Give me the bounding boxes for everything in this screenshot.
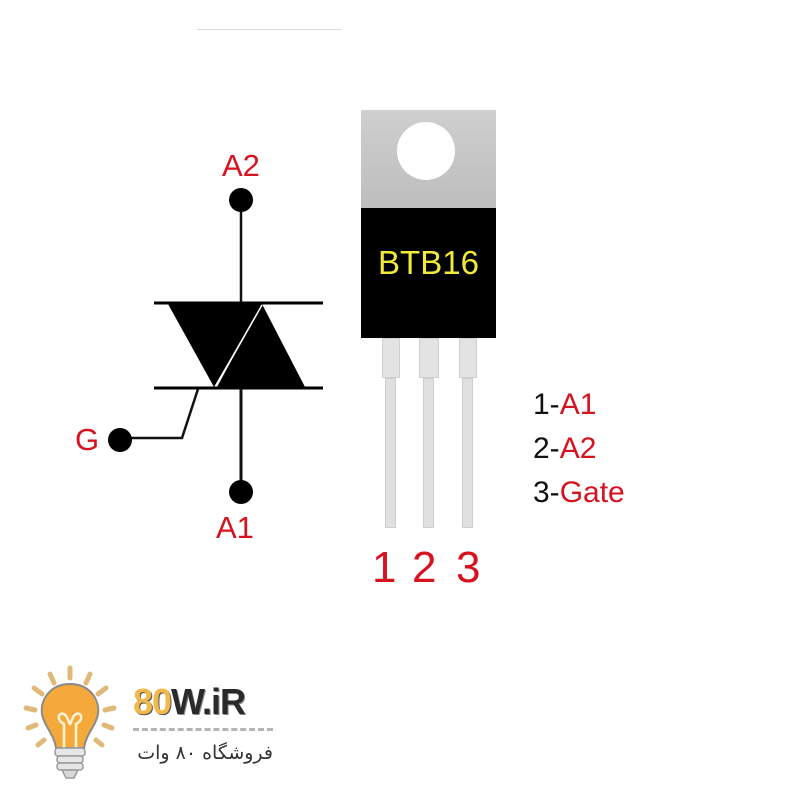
triac-triangle-left xyxy=(168,304,262,387)
label-a1: A1 xyxy=(216,510,254,545)
logo-dotted-divider xyxy=(133,728,273,731)
a1-terminal-dot xyxy=(229,480,253,504)
part-marking: BTB16 xyxy=(378,244,479,281)
pin-map-row: 3-Gate xyxy=(533,476,625,509)
gate-terminal-dot xyxy=(108,428,132,452)
pin-number-1: 1 xyxy=(372,543,397,592)
pin-map-legend: 1-A1 2-A2 3-Gate xyxy=(533,390,733,520)
package-body: BTB16 xyxy=(361,208,496,338)
brand-suffix: W.iR xyxy=(171,681,246,722)
lead-1 xyxy=(382,338,400,528)
brand-tagline: فروشگاه ۸۰ وات xyxy=(137,742,273,764)
light-bulb-icon xyxy=(23,665,117,779)
pin-map-row: 2-A2 xyxy=(533,432,597,465)
brand-wordmark: 80W.iR xyxy=(133,681,246,723)
pin-number-3: 3 xyxy=(456,543,481,592)
label-gate: G xyxy=(75,422,100,457)
label-a2: A2 xyxy=(222,148,260,183)
a2-terminal-dot xyxy=(229,188,253,212)
pin-map-row: 1-A1 xyxy=(533,388,597,421)
lead-2 xyxy=(419,338,439,528)
gate-lead xyxy=(122,388,200,440)
triangle-separator xyxy=(215,304,263,387)
lead-3 xyxy=(459,338,477,528)
package-tab xyxy=(361,110,496,210)
pin-number-2: 2 xyxy=(412,543,437,592)
brand-prefix: 80 xyxy=(133,681,172,722)
mounting-hole xyxy=(397,122,455,180)
triac-triangle-right xyxy=(217,304,305,387)
top-divider xyxy=(197,29,341,30)
